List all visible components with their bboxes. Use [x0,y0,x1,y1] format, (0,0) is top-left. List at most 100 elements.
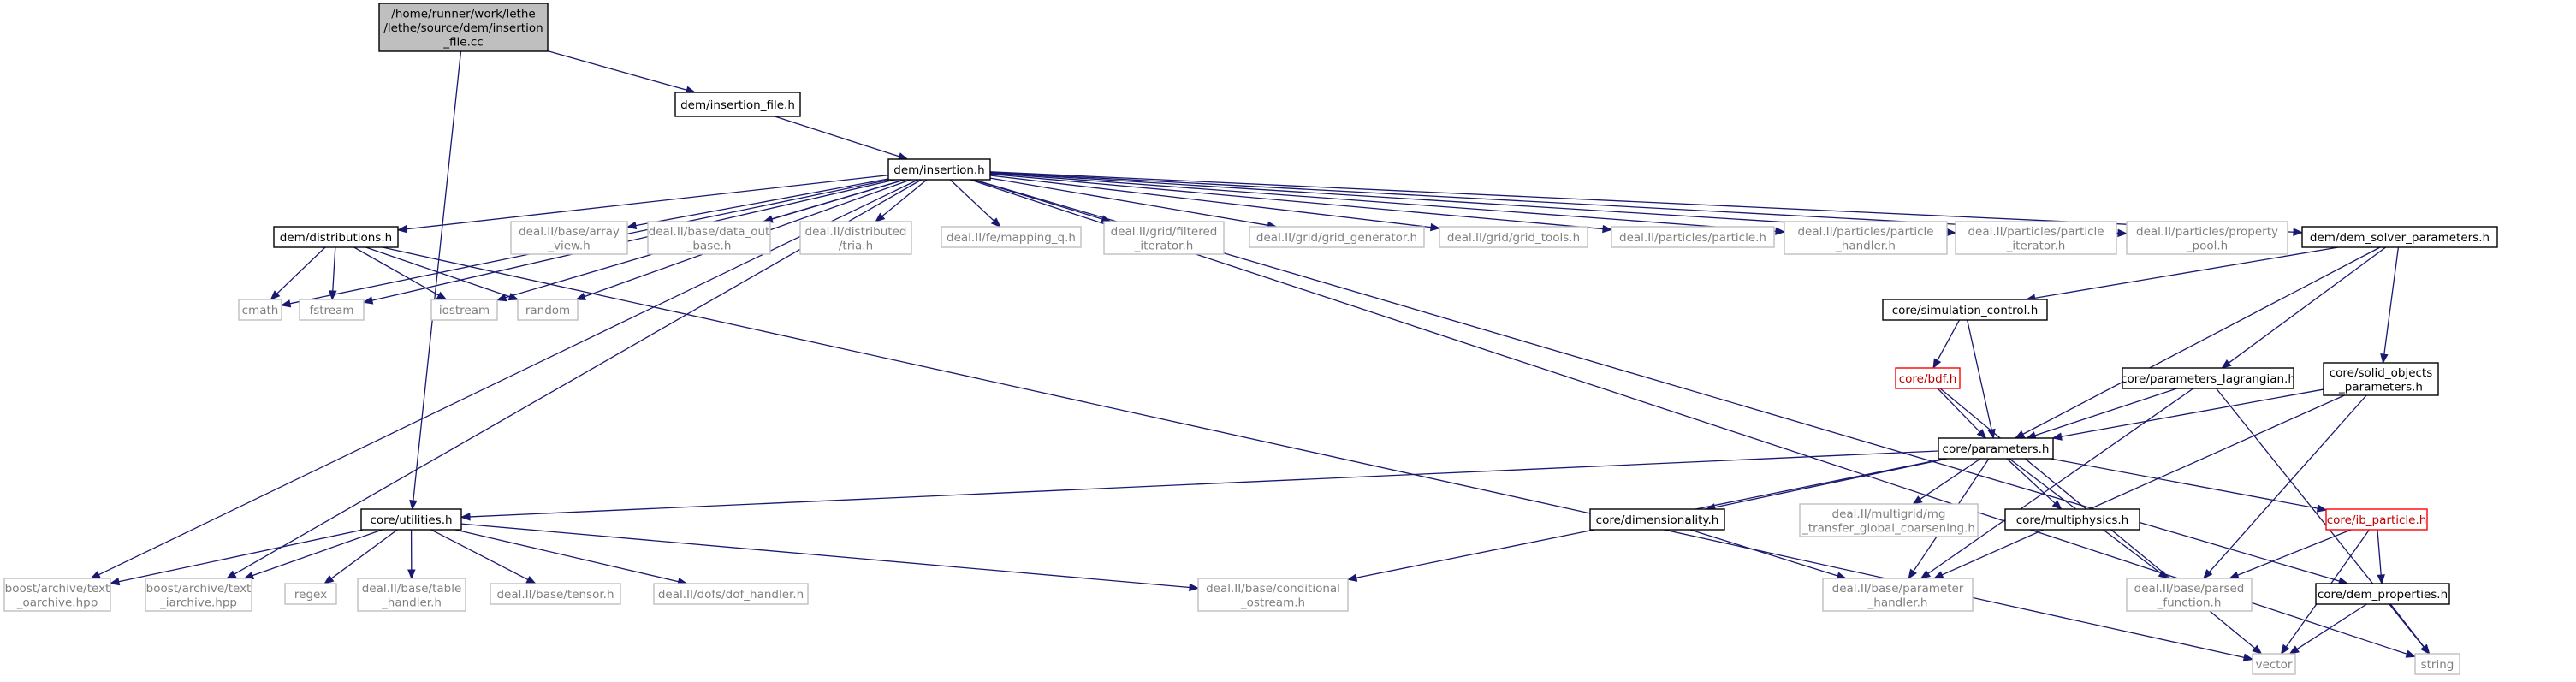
edge-distributions-to-iostream [353,246,448,300]
node-box [887,158,991,181]
arrowhead [496,294,507,302]
node-particle-it[interactable]: deal.II/particles/particle_iterator.h [1955,221,2117,255]
node-array-view[interactable]: deal.II/base/array_view.h [510,221,628,255]
node-label: core/simulation_control.h [1892,304,2039,317]
node-box [799,221,912,255]
arrowhead [1976,429,1987,439]
node-ins-file[interactable]: dem/insertion_file.h [674,92,801,117]
node-label: dem/distributions.h [280,231,392,245]
node-cmath[interactable]: cmath [238,299,282,321]
node-sim-control[interactable]: core/simulation_control.h [1882,299,2048,321]
node-ib-particle[interactable]: core/ib_particle.h [2325,508,2428,531]
node-string[interactable]: string [2414,653,2460,675]
node-tensor[interactable]: deal.II/base/tensor.h [490,583,621,605]
edge-utilities-to-tensor [430,529,537,584]
node-iostream[interactable]: iostream [430,299,498,321]
edge-parameters-to-ib-particle [2051,458,2328,513]
node-dem-solver[interactable]: dem/dem_solver_parameters.h [2301,226,2498,248]
node-label: deal.II/base/data_out [649,225,770,239]
arrowhead [396,224,407,234]
node-label: core/bdf.h [1899,372,1957,386]
node-label: core/utilities.h [370,513,452,527]
node-parameters[interactable]: core/parameters.h [1938,437,2054,460]
node-box [2323,362,2439,396]
arrowhead [460,513,471,521]
node-fstream[interactable]: fstream [299,299,365,321]
arrowhead [2229,571,2240,579]
arrowhead [507,293,519,301]
node-mg-transfer[interactable]: deal.II/multigrid/mg_transfer_global_coa… [1799,503,1979,537]
node-table-handler[interactable]: deal.II/base/table_handler.h [357,578,466,612]
node-mapping-q[interactable]: deal.II/fe/mapping_q.h [941,226,1082,248]
edge-utilities-to-oarchive [109,529,364,586]
node-label: dem/dem_solver_parameters.h [2310,231,2490,245]
node-bdf[interactable]: core/bdf.h [1895,367,1961,389]
edge-ins-to-dist-tria [875,179,928,222]
edge-dem-props-to-string [2389,603,2431,655]
node-param-handler[interactable]: deal.II/base/parameter_handler.h [1822,578,1974,612]
edge-distributions-to-fstream [329,246,337,301]
node-box [299,299,365,321]
node-dof-handler[interactable]: deal.II/dofs/dof_handler.h [653,583,809,605]
node-label: boost/archive/text [5,582,110,596]
arrowhead [2202,569,2213,580]
node-box [653,583,809,605]
node-grid-tools[interactable]: deal.II/grid/grid_tools.h [1439,226,1588,248]
node-box [2414,653,2460,675]
edge-layer [90,50,2431,661]
node-regex[interactable]: regex [284,583,337,605]
arrowhead [2377,574,2385,585]
arrowhead [1932,358,1942,370]
node-label: dem/insertion.h [893,163,984,177]
edge-ins-to-fstream [362,179,895,305]
node-label: _base.h [686,239,732,252]
edge-distributions-to-random [365,246,519,301]
node-particle[interactable]: deal.II/particles/particle.h [1611,226,1775,248]
node-iarchive[interactable]: boost/archive/text_iarchive.hpp [145,578,252,612]
node-box [2004,508,2140,531]
node-solid-obj[interactable]: core/solid_objects_parameters.h [2323,362,2439,396]
node-oarchive[interactable]: boost/archive/text_oarchive.hpp [3,578,111,612]
node-label: deal.II/grid/grid_generator.h [1256,231,1417,245]
node-distributions[interactable]: dem/distributions.h [273,226,399,248]
node-box [517,299,579,321]
node-multiphysics[interactable]: core/multiphysics.h [2004,508,2140,531]
node-grid-gen[interactable]: deal.II/grid/grid_generator.h [1249,226,1425,248]
node-vector[interactable]: vector [2252,653,2296,675]
node-params-lag[interactable]: core/parameters_lagrangian.h [2121,367,2295,389]
edge-solid-obj-to-parameters [2051,388,2324,441]
arrowhead [1932,571,1944,579]
edge-parameters-to-mg-transfer [1912,458,1981,505]
node-label: random [525,304,570,317]
node-cond-ostream[interactable]: deal.II/base/conditional_ostream.h [1197,578,1349,612]
node-particle-handler[interactable]: deal.II/particles/particle_handler.h [1784,221,1948,255]
node-label: deal.II/grid/filtered [1111,225,1218,239]
node-dem-props[interactable]: core/dem_properties.h [2315,583,2450,605]
edge-distributions-to-cmath [270,246,326,300]
node-label: string [2421,658,2454,672]
node-label: /lethe/source/dem/insertion [383,21,543,35]
node-ins[interactable]: dem/insertion.h [887,158,991,181]
node-box [360,508,462,531]
arrowhead [1189,583,1200,592]
node-parsed-fn[interactable]: deal.II/base/parsed_function.h [2126,578,2253,612]
node-box [490,583,621,605]
node-random[interactable]: random [517,299,579,321]
node-property-pool[interactable]: deal.II/particles/property_pool.h [2126,221,2288,255]
node-box [2325,508,2428,531]
node-label: _oarchive.hpp [16,596,98,609]
arrowhead [2252,644,2263,655]
node-dist-tria[interactable]: deal.II/distributed/tria.h [799,221,912,255]
arrowhead [525,575,537,584]
node-utilities[interactable]: core/utilities.h [360,508,462,531]
edge-ins-to-array-view [626,178,889,230]
node-label: regex [294,588,327,602]
node-filtered-it[interactable]: deal.II/grid/filtered_iterator.h [1103,221,1225,255]
node-data-out[interactable]: deal.II/base/data_out_base.h [647,221,771,255]
arrowhead [2051,432,2063,441]
node-label: core/dimensionality.h [1596,513,1719,527]
node-dimensionality[interactable]: core/dimensionality.h [1589,508,1725,531]
node-label: _handler.h [1867,596,1928,609]
node-label: _ostream.h [1240,596,1305,609]
node-root[interactable]: /home/runner/work/lethe/lethe/source/dem… [378,3,549,52]
